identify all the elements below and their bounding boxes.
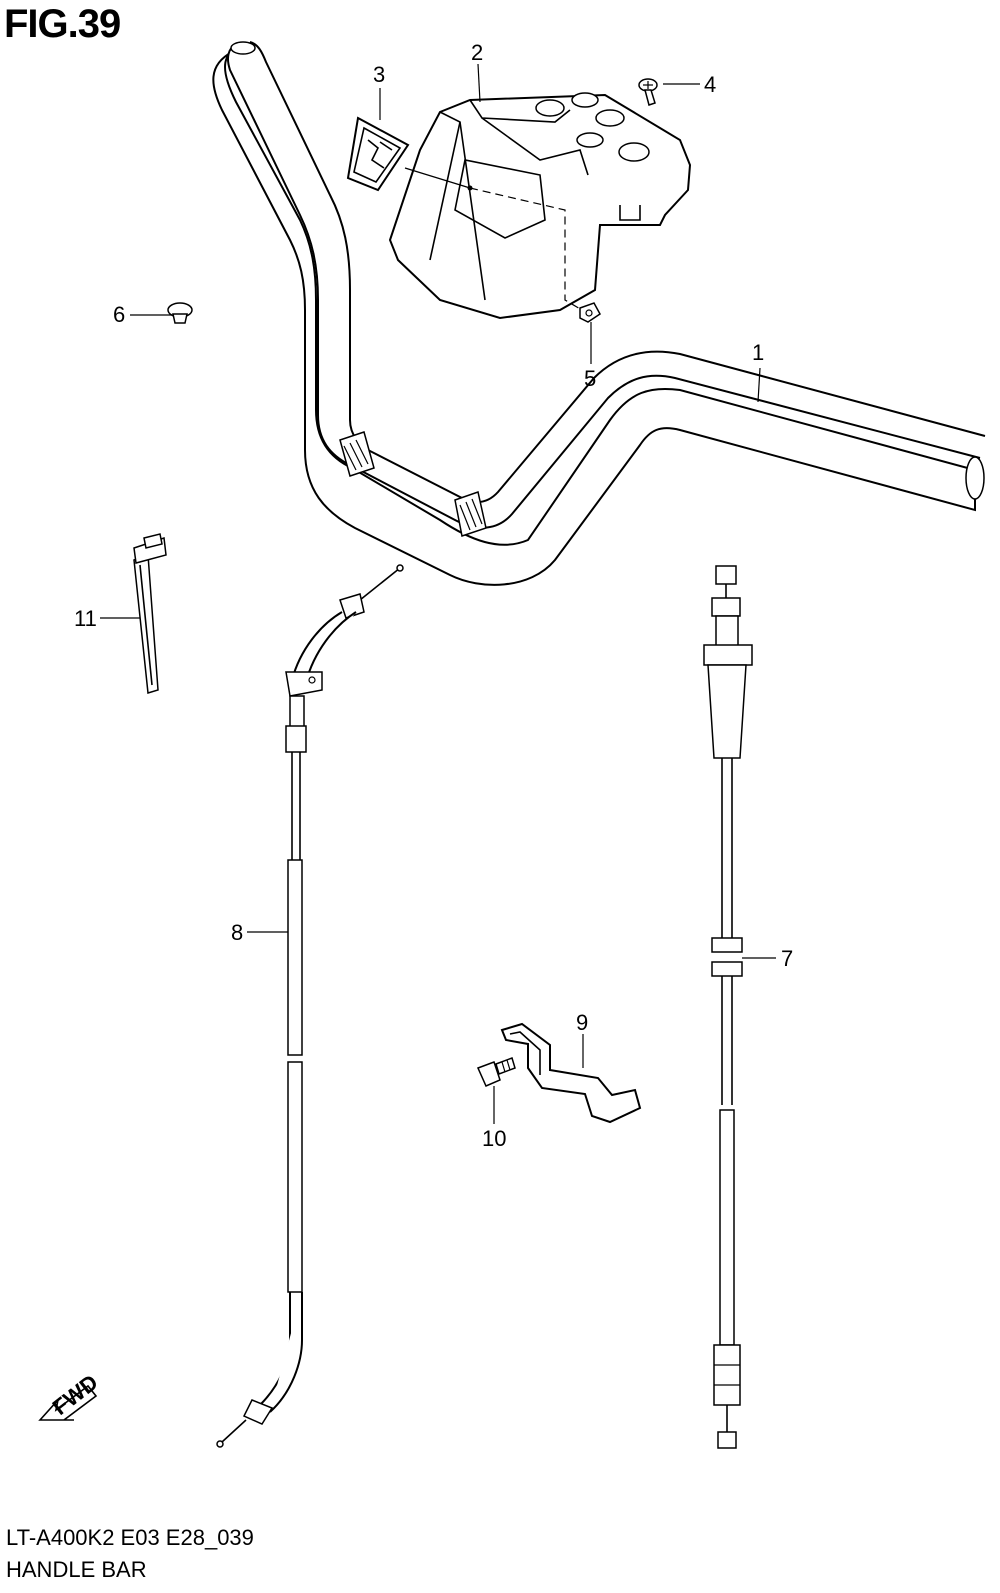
callout-5: 5 <box>584 366 596 391</box>
figure-title: FIG.39 <box>4 2 121 46</box>
section-name: HANDLE BAR <box>6 1557 147 1582</box>
assembly-line <box>404 167 471 189</box>
callout-1: 1 <box>752 340 764 365</box>
callout-3: 3 <box>373 62 385 87</box>
assembly-line <box>469 187 583 311</box>
callout-10: 10 <box>482 1126 506 1151</box>
emblem-part <box>346 116 410 192</box>
screw-part <box>638 78 658 106</box>
model-code: LT-A400K2 E03 E28_039 <box>6 1525 254 1550</box>
bracket-part <box>500 1022 642 1124</box>
brake-cable-part <box>216 564 404 1448</box>
callout-9: 9 <box>576 1010 588 1035</box>
throttle-cable-part <box>703 565 753 1449</box>
callout-labels: 1 2 3 4 5 6 7 8 9 10 11 <box>74 40 793 1151</box>
nut-part <box>579 302 601 323</box>
handlebar-cover-part <box>388 92 692 320</box>
callout-7: 7 <box>781 946 793 971</box>
cap-part <box>167 302 193 324</box>
bolt-part <box>476 1057 516 1087</box>
callout-8: 8 <box>231 920 243 945</box>
forward-arrow-icon: FWD <box>38 1369 103 1421</box>
callout-11: 11 <box>74 606 97 631</box>
cable-tie-part <box>133 533 167 694</box>
callout-2: 2 <box>471 40 483 65</box>
leader-lines <box>100 63 776 1124</box>
callout-4: 4 <box>704 72 716 97</box>
callout-6: 6 <box>113 302 125 327</box>
